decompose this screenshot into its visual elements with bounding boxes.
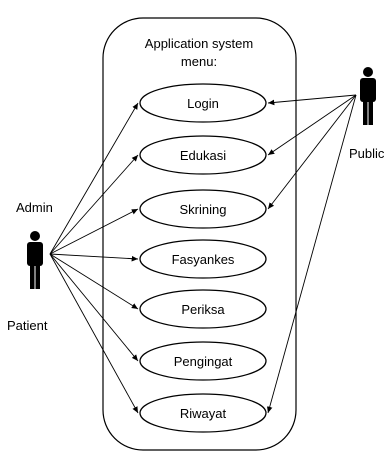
- association-public-skrining: [267, 94, 357, 210]
- association-group: [49, 94, 357, 414]
- use-case-riwayat-ellipse: [139, 393, 267, 433]
- association-admin-edukasi: [49, 154, 139, 255]
- use-case-pengingat-label: Pengingat: [174, 354, 233, 369]
- association-admin-riwayat: [49, 253, 139, 414]
- system-boundary: [102, 17, 297, 451]
- association-public-edukasi: [267, 94, 357, 156]
- use-case-riwayat-label: Riwayat: [180, 406, 227, 421]
- association-public-riwayat: [266, 94, 357, 414]
- use-case-fasyankes-label: Fasyankes: [172, 252, 235, 267]
- use-case-skrining-ellipse: [139, 189, 267, 229]
- use-case-periksa-label: Periksa: [181, 302, 225, 317]
- admin-patient-actor-icon: [27, 231, 43, 289]
- use-case-edukasi-ellipse: [139, 135, 267, 175]
- use-case-fasyankes-ellipse: [139, 239, 267, 279]
- association-public-login: [267, 94, 357, 106]
- association-admin-pengingat: [49, 253, 139, 362]
- admin-label: Admin: [16, 200, 53, 215]
- association-admin-fasyankes: [49, 253, 139, 262]
- use-case-skrining-label: Skrining: [180, 202, 227, 217]
- public-actor-icon: [360, 67, 376, 125]
- system-title-line1: Application system: [145, 36, 253, 51]
- use-case-login-ellipse: [139, 83, 267, 123]
- public-label: Public: [349, 146, 385, 161]
- patient-label: Patient: [7, 318, 48, 333]
- use-case-pengingat-ellipse: [139, 341, 267, 381]
- use-case-login-label: Login: [187, 96, 219, 111]
- association-admin-login: [49, 102, 139, 255]
- association-admin-periksa: [49, 253, 139, 310]
- system-title-line2: menu:: [181, 54, 217, 69]
- use-case-group: LoginEdukasiSkriningFasyankesPeriksaPeng…: [139, 83, 267, 433]
- association-admin-skrining: [49, 208, 139, 255]
- use-case-edukasi-label: Edukasi: [180, 148, 226, 163]
- use-case-periksa-ellipse: [139, 289, 267, 329]
